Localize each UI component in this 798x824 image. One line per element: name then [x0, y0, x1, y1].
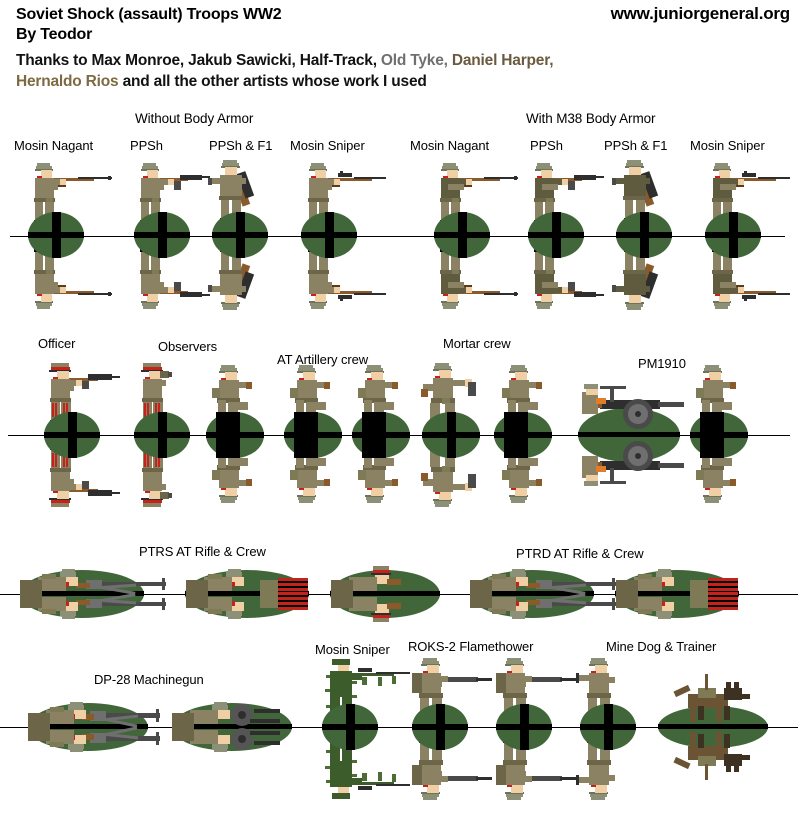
- label-observers: Observers: [158, 339, 218, 354]
- label-mosin-nagant-1: Mosin Nagant: [14, 138, 94, 153]
- label-officer: Officer: [38, 336, 76, 351]
- figure-mine-dog[interactable]: [660, 672, 770, 787]
- base-roks-2-flamethrower-1: [412, 704, 468, 750]
- thanks-credit-halftrack: Half-Track,: [299, 52, 377, 69]
- thanks-part-main: Thanks to Max Monroe, Jakub Sawicki,: [16, 52, 296, 69]
- figure-ptrd-crew-ammo[interactable]: [610, 562, 760, 631]
- figure-ptrs-at-rifle-2[interactable]: [180, 562, 330, 631]
- base-at-artillery-crew-3: [352, 412, 410, 458]
- thanks-credit-harper: Daniel Harper,: [451, 52, 554, 69]
- label-mosin-sniper-ghillie: Mosin Sniper: [315, 642, 390, 657]
- base-officer: [44, 412, 100, 458]
- base-mosin-sniper-no-armor: [301, 212, 357, 258]
- base-mosin-sniper-m38-armor: [705, 212, 761, 258]
- label-ppsh-f1-1: PPSh & F1: [209, 138, 273, 153]
- label-mosin-sniper-1: Mosin Sniper: [290, 138, 365, 153]
- base-mosin-nagant-no-armor: [28, 212, 84, 258]
- figure-ptrd-at-rifle[interactable]: [464, 562, 634, 631]
- base-at-artillery-crew-2: [284, 412, 342, 458]
- author-line: By Teodor: [16, 26, 93, 43]
- figure-ptrs-at-rifle-1[interactable]: [14, 562, 184, 631]
- base-ppsh-m38-armor: [528, 212, 584, 258]
- thanks-line-2-rest: and all the other artists whose work I u…: [122, 73, 427, 90]
- thanks-line-1: Thanks to Max Monroe, Jakub Sawicki, Hal…: [16, 52, 554, 70]
- thanks-credit-oldtyke: Old Tyke,: [380, 52, 448, 69]
- page-title: Soviet Shock (assault) Troops WW2: [16, 6, 282, 23]
- fold-line-row-1: [10, 236, 785, 237]
- label-ppsh-f1-2: PPSh & F1: [604, 138, 668, 153]
- figure-dp-28-machinegun-2[interactable]: [166, 695, 306, 764]
- base-ppsh-f1-m38-armor: [616, 212, 672, 258]
- label-mosin-sniper-2: Mosin Sniper: [690, 138, 765, 153]
- label-mine-dog-trainer: Mine Dog & Trainer: [606, 639, 717, 654]
- thanks-credit-rios: Hernaldo Rios: [16, 73, 119, 90]
- label-mortar-crew: Mortar crew: [443, 336, 511, 351]
- label-ppsh-2: PPSh: [530, 138, 563, 153]
- base-mosin-sniper-ghillie: [322, 704, 378, 750]
- fold-line-row-4: [0, 727, 798, 728]
- label-ptrs-at-rifle-crew: PTRS AT Rifle & Crew: [139, 544, 266, 559]
- figure-ptrs-crew[interactable]: [325, 560, 455, 633]
- label-ptrd-at-rifle-crew: PTRD AT Rifle & Crew: [516, 546, 644, 561]
- base-pm1910-crew: [690, 412, 748, 458]
- thanks-line-2: Hernaldo Rios and all the other artists …: [16, 73, 427, 91]
- label-pm1910: PM1910: [638, 356, 686, 371]
- base-mine-dog: [658, 706, 768, 748]
- base-mine-dog-trainer: [580, 704, 636, 750]
- base-mortar-crew-1: [422, 412, 480, 458]
- base-at-artillery-crew-1: [206, 412, 264, 458]
- base-observer-1: [134, 412, 190, 458]
- base-mortar-crew-2: [494, 412, 552, 458]
- base-ppsh-f1-no-armor: [212, 212, 268, 258]
- label-mosin-nagant-2: Mosin Nagant: [410, 138, 490, 153]
- group-label-without-body-armor: Without Body Armor: [135, 111, 254, 126]
- label-ppsh-1: PPSh: [130, 138, 163, 153]
- base-mosin-nagant-m38-armor: [434, 212, 490, 258]
- website-credit: www.juniorgeneral.org: [610, 4, 791, 23]
- figure-pm1910-maxim[interactable]: [580, 378, 692, 497]
- figure-dp-28-machinegun-1[interactable]: [22, 695, 182, 764]
- base-ppsh-no-armor: [134, 212, 190, 258]
- label-at-artillery-crew: AT Artillery crew: [277, 352, 369, 367]
- label-roks-2-flamethrower: ROKS-2 Flamethower: [408, 639, 534, 654]
- base-roks-2-flamethrower-2: [496, 704, 552, 750]
- group-label-with-m38-body-armor: With M38 Body Armor: [526, 111, 656, 126]
- label-dp-28-machinegun: DP-28 Machinegun: [94, 672, 204, 687]
